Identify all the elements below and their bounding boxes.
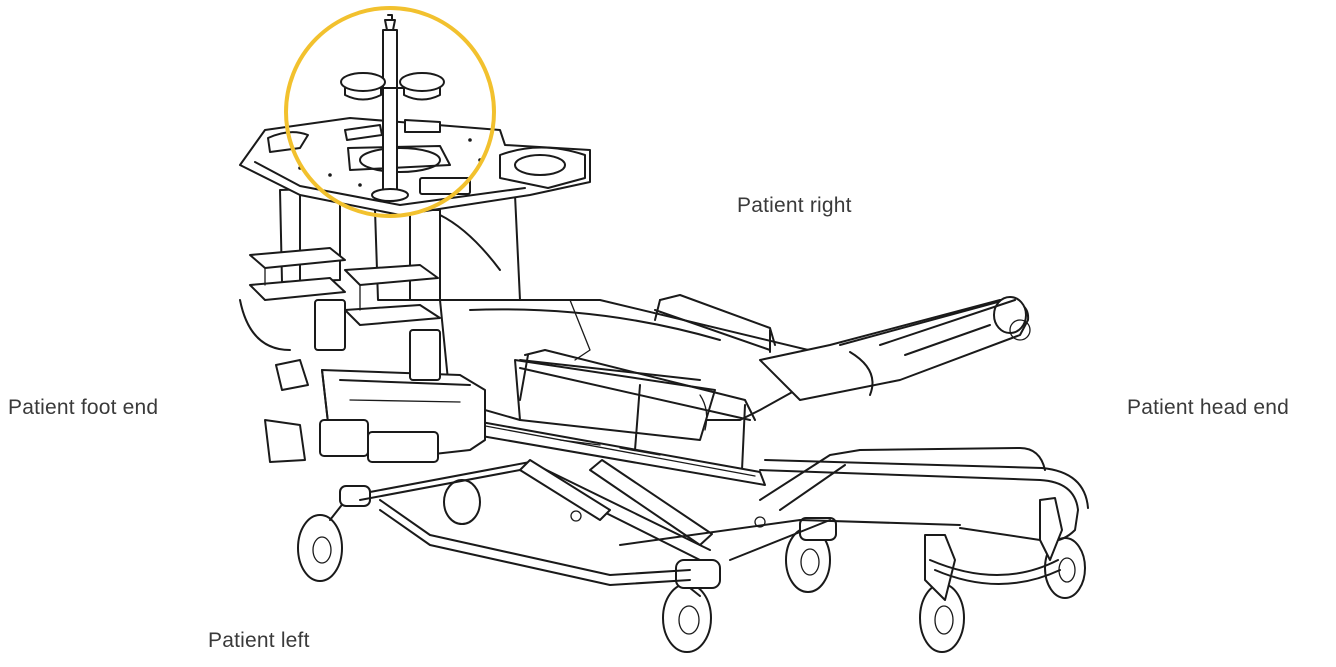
iv-pole	[340, 14, 445, 202]
foot-end-housing	[239, 299, 486, 463]
mounting-shelves	[249, 247, 441, 381]
mattress	[439, 299, 851, 441]
wheel-front-center	[785, 517, 837, 593]
label-patient-left: Patient left	[208, 629, 310, 652]
label-patient-right: Patient right	[737, 194, 852, 217]
base-frame	[359, 449, 961, 586]
label-patient-head-end: Patient head end	[1127, 396, 1290, 419]
highlight-circle	[284, 6, 496, 218]
label-patient-foot-end: Patient foot end	[8, 396, 159, 419]
wheel-front-left	[662, 559, 721, 653]
wheel-rear-center	[443, 479, 481, 525]
head-end-frame	[759, 447, 1089, 601]
side-rail-right	[654, 294, 776, 353]
backrest	[759, 296, 1031, 401]
side-rail-left	[519, 349, 756, 471]
wheel-rear-left	[297, 485, 371, 582]
